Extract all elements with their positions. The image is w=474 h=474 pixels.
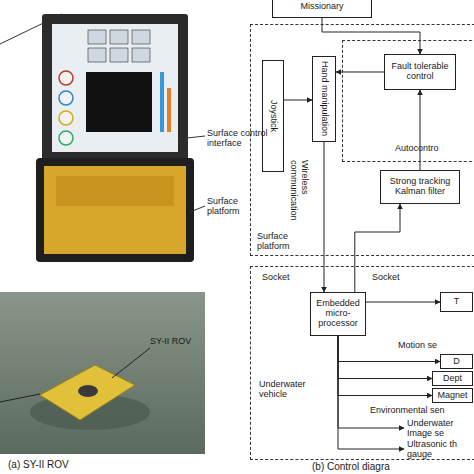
level-bar xyxy=(160,72,164,132)
part-label: Surface platform xyxy=(207,196,267,217)
flow-arrow xyxy=(336,71,384,72)
flow-arrow xyxy=(324,142,325,292)
task-box: Missionary xyxy=(272,0,372,18)
node-text: Surface platform xyxy=(257,231,307,252)
subfigure-caption: (b) Control diagra xyxy=(312,461,452,473)
sensor-box: Magnet xyxy=(432,388,473,403)
gauge-dial xyxy=(59,91,73,105)
processor-box: Embedded micro-processor xyxy=(310,292,366,336)
sensor-box: Ultrasonic th gauge xyxy=(404,439,472,459)
node-text: Underwater Image se xyxy=(407,418,472,438)
video-window xyxy=(86,72,152,132)
sensor-box: Underwater Image se xyxy=(404,418,472,438)
socket-label: Socket xyxy=(262,272,302,282)
flow-arrow xyxy=(284,99,312,100)
leader-line xyxy=(112,348,150,378)
flow-arrow xyxy=(420,90,421,170)
node-text: T xyxy=(454,297,460,307)
screen-chart xyxy=(110,30,128,44)
tether-line xyxy=(0,394,40,402)
leader-line xyxy=(178,136,205,139)
level-bar xyxy=(167,88,171,132)
screen-chart xyxy=(88,48,106,62)
node-text: Joystick xyxy=(268,100,278,132)
socket-label: Socket xyxy=(372,272,412,282)
flow-arrow xyxy=(366,301,440,302)
node-text: Magnet xyxy=(437,391,467,401)
rov-body xyxy=(40,365,135,420)
screen-chart xyxy=(132,48,150,62)
gauge-dial xyxy=(59,111,73,125)
case-foam-shade xyxy=(56,176,174,206)
control-box: Fault tolerable control xyxy=(384,54,456,90)
input-box: Hand manipulation xyxy=(312,56,336,142)
group-label: Motion se xyxy=(398,340,468,350)
subfigure-caption: (a) SY-II ROV xyxy=(8,459,128,471)
input-box: Joystick xyxy=(262,60,284,172)
node-text: Embedded micro-processor xyxy=(312,299,364,329)
platform-region: Surface platform Joystick Hand manipulatio… xyxy=(250,24,474,256)
part-label: Surface control interface xyxy=(207,128,279,149)
node-text: Missionary xyxy=(300,2,343,12)
node-text: D xyxy=(453,357,460,367)
group-label: Environmental sen xyxy=(370,405,470,415)
sensor-box: Dept xyxy=(432,371,473,386)
case-base xyxy=(36,158,194,262)
node-text: Autocontro xyxy=(395,143,474,153)
flow-arrow xyxy=(338,336,404,449)
control-screen xyxy=(52,24,178,152)
screen-chart xyxy=(132,30,150,44)
gauge-dial xyxy=(59,71,73,85)
actuator-box: T xyxy=(440,292,473,312)
filter-box: Strong tracking Kalman filter xyxy=(380,170,460,204)
node-text: Ultrasonic th gauge xyxy=(407,439,472,459)
case-lid xyxy=(42,14,188,160)
leader-line xyxy=(190,206,205,212)
rov-camera xyxy=(78,385,98,397)
sensor-box: D xyxy=(440,354,473,369)
screen-chart xyxy=(110,48,128,62)
node-text: Strong tracking Kalman filter xyxy=(382,177,458,197)
node-text: Underwater vehicle xyxy=(259,379,315,400)
node-text: Fault tolerable control xyxy=(386,62,454,82)
node-text: Dept xyxy=(443,374,462,384)
water-photo xyxy=(0,292,205,454)
vehicle-region: Underwater vehicle Embedded micro-process… xyxy=(250,266,474,460)
link-label: Wireless communication xyxy=(289,160,310,232)
part-label: SY-II ROV xyxy=(150,336,210,346)
screen-chart xyxy=(88,30,106,44)
gauge-dial xyxy=(59,131,73,145)
node-text: Hand manipulation xyxy=(319,61,329,136)
control-region: Autocontro Fault tolerable control xyxy=(342,40,474,162)
case-foam xyxy=(44,166,186,254)
